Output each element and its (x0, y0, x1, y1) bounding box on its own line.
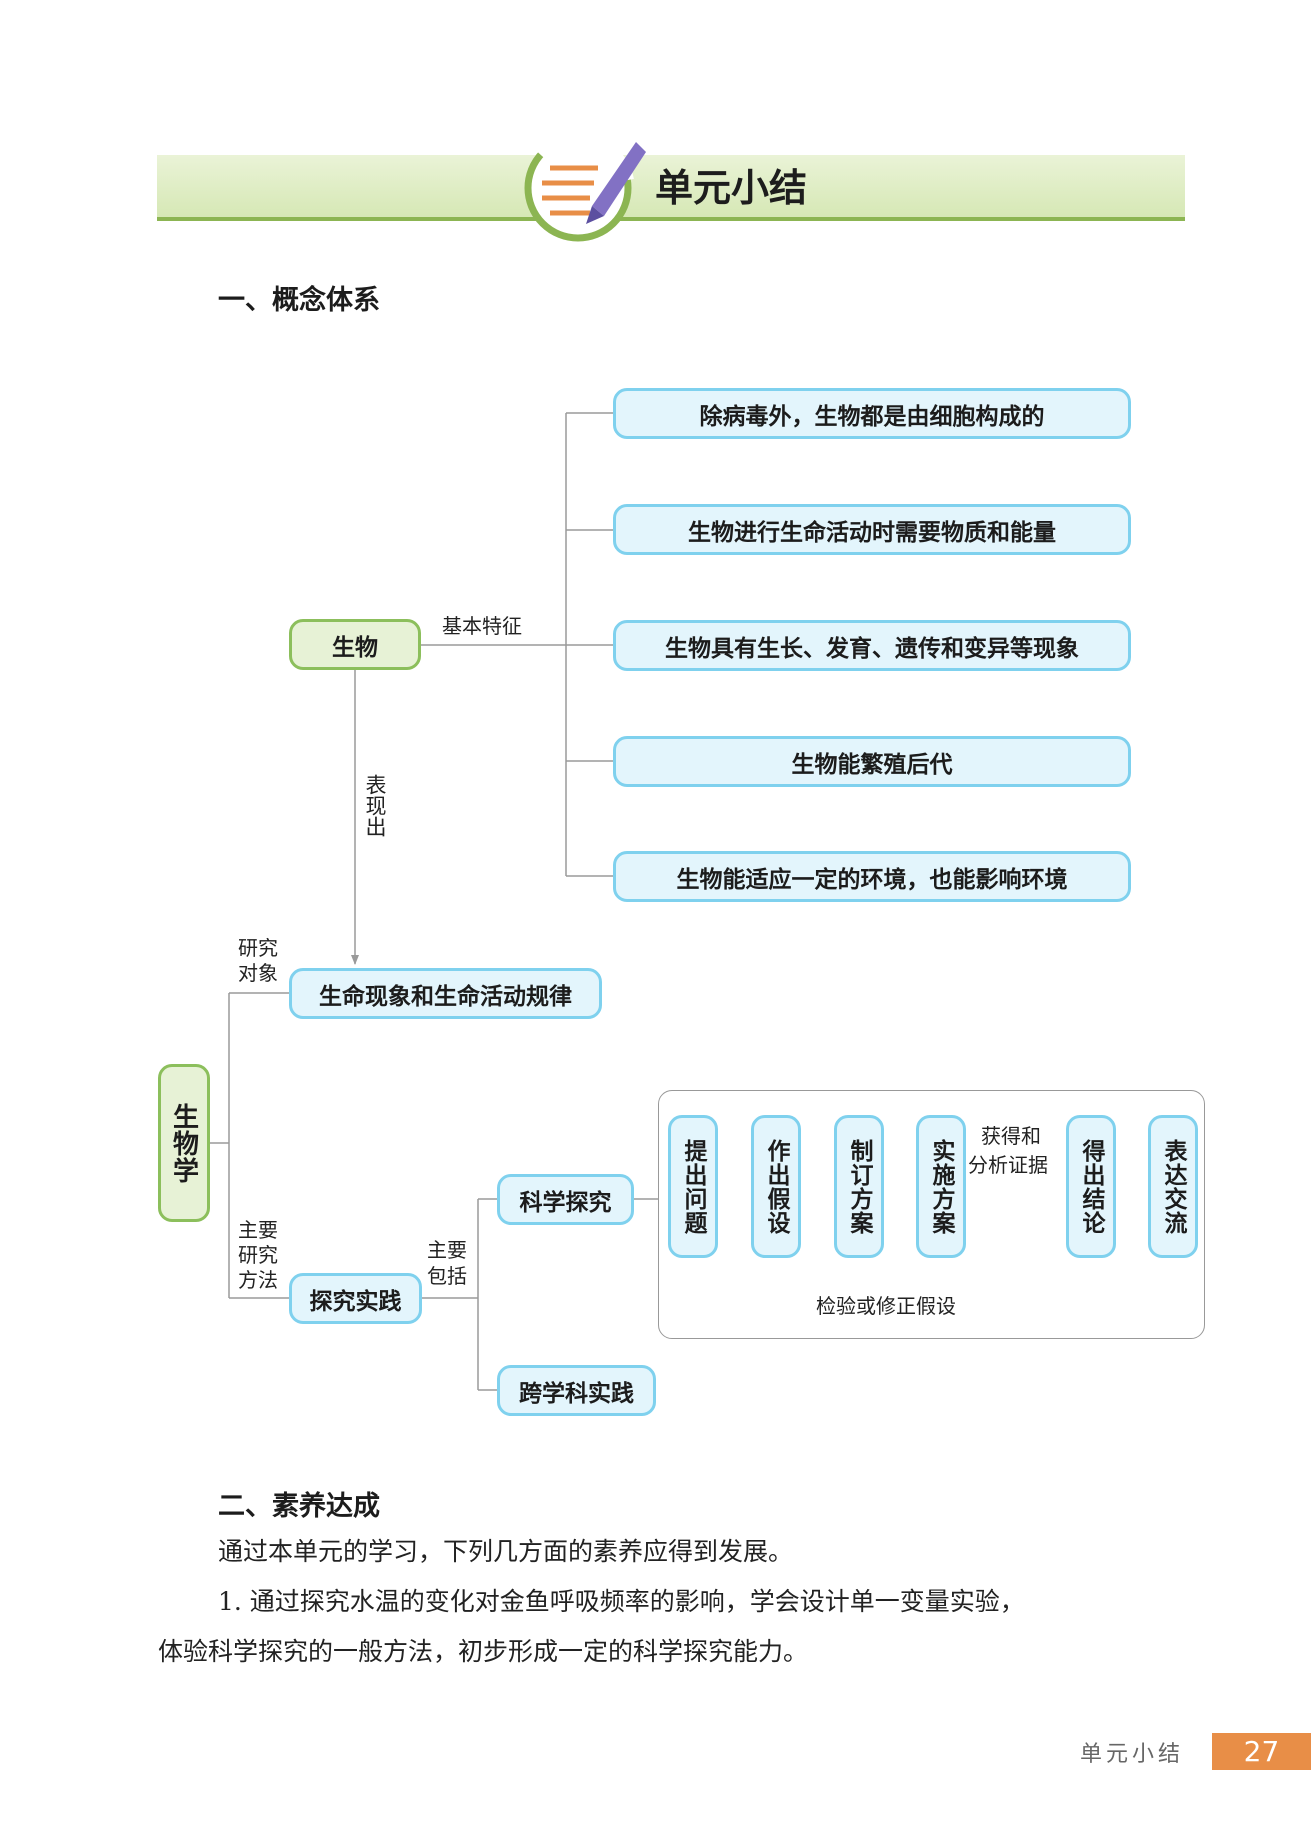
method-label-line2: 研究 (238, 1243, 278, 1267)
step-hypothesis: 作出假设 (751, 1115, 801, 1258)
inquiry-node: 科学探究 (497, 1174, 634, 1225)
pencil-notes-icon (524, 133, 646, 242)
feature-box: 生物能繁殖后代 (613, 736, 1131, 787)
manifest-label: 表现出 (363, 774, 387, 837)
item1-line2: 体验科学探究的一般方法，初步形成一定的科学探究能力。 (158, 1637, 809, 1666)
step-ask-question: 提出问题 (668, 1115, 718, 1258)
section-heading-literacy: 二、素养达成 (218, 1491, 380, 1522)
feature-box: 除病毒外，生物都是由细胞构成的 (613, 388, 1131, 439)
include-label-line2: 包括 (427, 1264, 467, 1288)
organism-node: 生物 (289, 619, 421, 670)
footer-section-name: 单元小结 (1079, 1742, 1184, 1767)
research-object-label-line1: 研究 (238, 936, 278, 960)
practice-node: 探究实践 (289, 1273, 422, 1324)
method-label-line3: 方法 (238, 1268, 278, 1292)
step-implement: 实施方案 (916, 1115, 966, 1258)
step-conclusion: 得出结论 (1066, 1115, 1116, 1258)
phenomena-node: 生命现象和生命活动规律 (289, 968, 602, 1019)
page-number: 27 (1212, 1733, 1311, 1770)
evidence-label-line2: 分析证据 (968, 1153, 1048, 1177)
feature-box: 生物具有生长、发育、遗传和变异等现象 (613, 620, 1131, 671)
section-heading-concept-system: 一、概念体系 (218, 285, 380, 316)
include-label-line1: 主要 (427, 1238, 467, 1262)
intro-paragraph: 通过本单元的学习，下列几方面的素养应得到发展。 (218, 1537, 794, 1566)
header-banner (157, 155, 1185, 221)
basic-features-label: 基本特征 (442, 614, 522, 638)
research-object-label-line2: 对象 (238, 961, 278, 985)
page-title: 单元小结 (655, 166, 808, 210)
biology-node: 生物学 (158, 1064, 210, 1222)
evidence-label-line1: 获得和 (981, 1124, 1041, 1148)
feature-box: 生物进行生命活动时需要物质和能量 (613, 504, 1131, 555)
feature-box: 生物能适应一定的环境，也能影响环境 (613, 851, 1131, 902)
item1-line1: 1. 通过探究水温的变化对金鱼呼吸频率的影响，学会设计单一变量实验， (218, 1587, 1025, 1616)
interdisciplinary-node: 跨学科实践 (497, 1365, 656, 1416)
step-communicate: 表达交流 (1148, 1115, 1198, 1258)
verify-label: 检验或修正假设 (816, 1294, 956, 1318)
step-plan: 制订方案 (834, 1115, 884, 1258)
method-label-line1: 主要 (238, 1218, 278, 1242)
